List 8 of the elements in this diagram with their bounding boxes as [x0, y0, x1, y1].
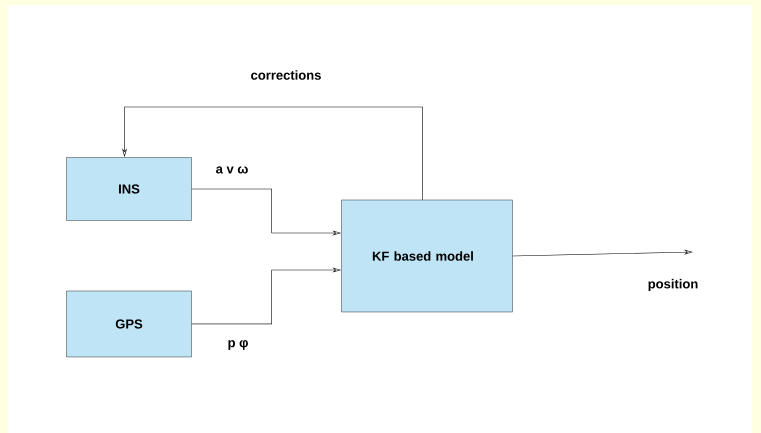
edge-label: corrections	[251, 70, 321, 80]
edge-label: position	[648, 278, 698, 292]
edge-label: p φ	[228, 340, 248, 350]
process-box: KF based model	[341, 200, 513, 312]
edge-label: a v ω	[216, 166, 248, 174]
process-box: INS	[66, 157, 192, 221]
process-box: GPS	[66, 290, 192, 358]
arrow	[122, 106, 423, 200]
